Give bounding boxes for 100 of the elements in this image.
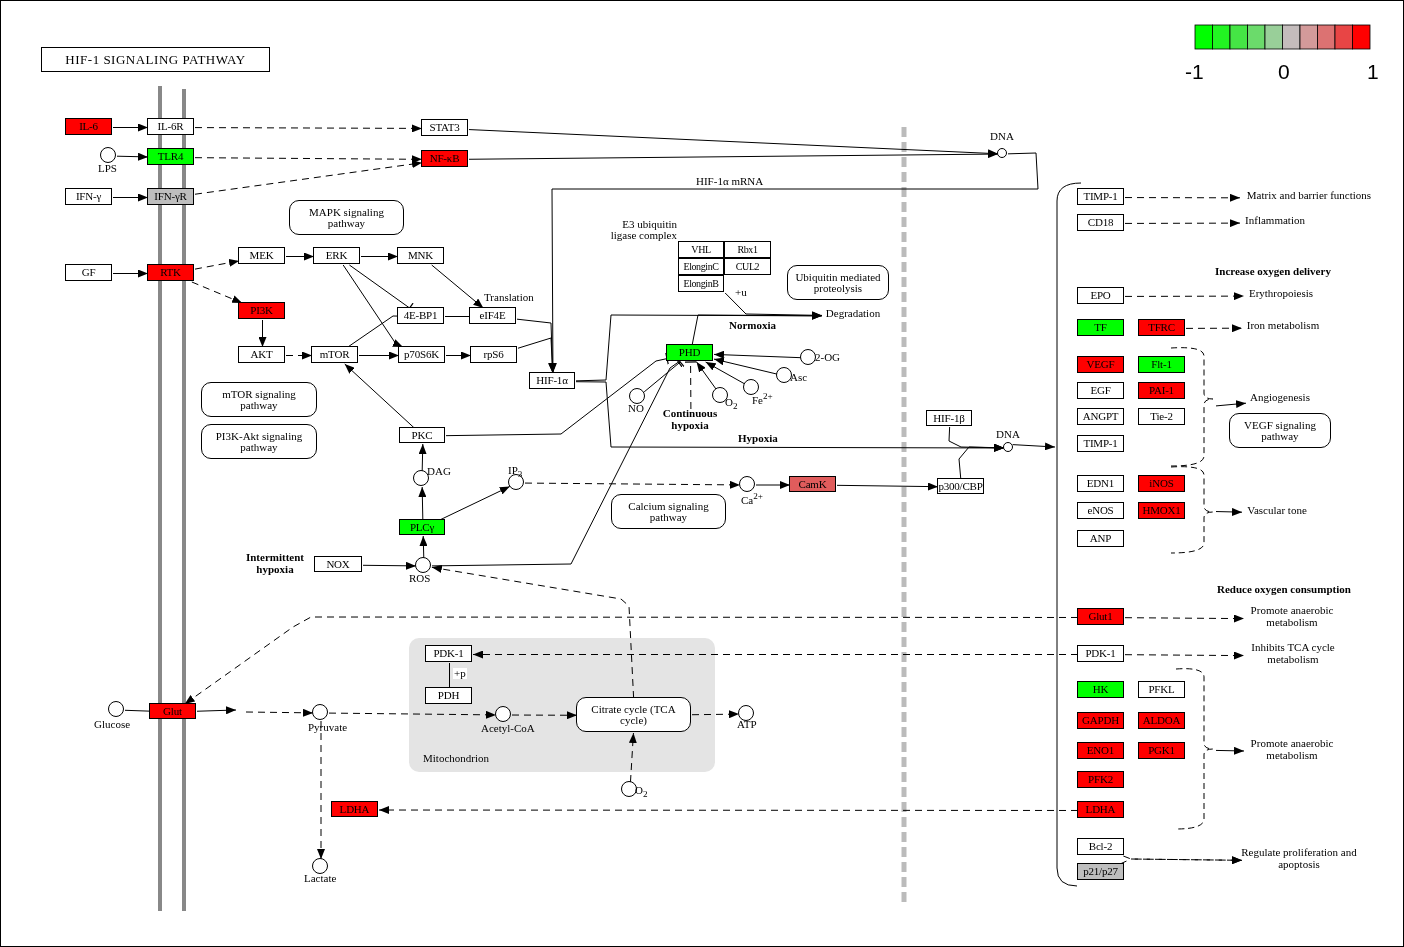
compound-circle <box>312 704 328 720</box>
arrow <box>328 710 497 719</box>
compound-label: O$_{2}$ <box>725 397 738 412</box>
complex-label: E3 ubiquitin ligase complex <box>609 219 677 241</box>
arrow <box>285 351 313 360</box>
compound-label: 2-OG <box>815 352 841 363</box>
compound-label: ATP <box>737 719 757 730</box>
arrow <box>431 264 484 309</box>
arrow <box>575 381 1005 452</box>
compound-circle <box>100 147 116 163</box>
section-heading: Intermittent hypoxia <box>244 552 305 576</box>
outcome-label: Iron metabolism <box>1241 320 1325 334</box>
compound-circle <box>739 476 755 492</box>
compartment-label: Mitochondrion <box>423 752 489 764</box>
compound-label: Fe$^{2+}$ <box>752 392 773 406</box>
gene-box: HIF-1β <box>926 410 972 426</box>
gene-box: TF <box>1077 319 1124 336</box>
gene-box: ALDOA <box>1138 712 1185 729</box>
outcome-label: Promote anaerobic metabolism <box>1243 738 1341 764</box>
compound-label: IP$_{3}$ <box>508 465 523 480</box>
arrow <box>418 486 427 521</box>
complex-subunit-box: CUL2 <box>724 258 771 275</box>
gene-box: MNK <box>397 247 444 264</box>
gene-box: IL-6 <box>65 118 112 135</box>
arrow <box>194 160 423 195</box>
compound-label: ROS <box>409 573 431 584</box>
arrow <box>1124 193 1241 202</box>
outcome-label: Degradation <box>821 308 885 322</box>
arrow <box>1124 292 1245 301</box>
gene-box: PDH <box>425 687 472 704</box>
gene-box: TFRC <box>1138 319 1185 336</box>
compound-circle <box>997 148 1007 158</box>
gene-box: PLCγ <box>399 519 445 535</box>
edge-label: +u <box>734 287 748 298</box>
pathway-box: MAPK signaling pathway <box>289 200 404 235</box>
pathway-box: Citrate cycle (TCA cycle) <box>576 697 691 732</box>
gene-box: PI3K <box>238 302 285 319</box>
compound-circle <box>629 388 645 404</box>
gene-box: EPO <box>1077 287 1124 304</box>
gene-box: PFKL <box>1138 681 1185 698</box>
gene-box: GAPDH <box>1077 712 1124 729</box>
compound-circle <box>312 858 328 874</box>
gene-box: rpS6 <box>470 346 517 363</box>
outcome-label: Promote anaerobic metabolism <box>1243 605 1341 631</box>
compound-circle <box>743 379 759 395</box>
gene-box: ERK <box>313 247 360 264</box>
compound-circle <box>776 367 792 383</box>
arrow <box>360 252 399 261</box>
inhibition-line <box>683 361 698 410</box>
scale-value: 0 <box>1278 61 1290 84</box>
compound-circle <box>738 705 754 721</box>
gene-box: Flt-1 <box>1138 356 1185 373</box>
scale-value: 1 <box>1367 61 1379 84</box>
compound-circle <box>415 557 431 573</box>
arrow <box>439 485 511 521</box>
gene-box: TIMP-1 <box>1077 435 1124 452</box>
arrow <box>378 806 1079 814</box>
gene-box: HMOX1 <box>1138 502 1185 519</box>
outcome-label: Erythropoiesis <box>1243 288 1319 302</box>
gene-box: GF <box>65 264 112 281</box>
compound-label: DNA <box>990 131 1014 142</box>
arrow <box>419 535 428 559</box>
gene-box: ANP <box>1077 530 1124 547</box>
compound-label: LPS <box>98 163 117 174</box>
gene-box: LDHA <box>1077 801 1124 818</box>
gene-box: CD18 <box>1077 214 1124 231</box>
process-label: Translation <box>484 292 534 304</box>
arrow <box>524 480 741 489</box>
section-heading: Increase oxygen delivery <box>1215 266 1331 278</box>
gene-box: HIF-1α <box>529 372 575 389</box>
compound-circle <box>1003 442 1013 452</box>
arrow <box>194 258 240 270</box>
arrow <box>317 720 325 860</box>
complex-subunit-box: ElonginC <box>678 258 724 275</box>
gene-box: PFK2 <box>1077 771 1124 788</box>
edge-label: HIF-1α mRNA <box>695 176 765 187</box>
arrow <box>516 318 557 374</box>
compound-label: O$_{2}$ <box>635 785 648 800</box>
title: HIF-1 SIGNALING PATHWAY <box>41 47 270 72</box>
gene-box: PDK-1 <box>1077 645 1124 662</box>
scale-value: -1 <box>1185 61 1204 84</box>
gene-box: Bcl-2 <box>1077 838 1124 855</box>
arrow <box>116 152 149 161</box>
arrow <box>184 616 1079 705</box>
arrow <box>468 150 999 160</box>
compound-label: NO <box>628 403 644 414</box>
gene-box: MEK <box>238 247 285 264</box>
gene-box: PGK1 <box>1138 742 1185 759</box>
gene-box: NF-κB <box>421 150 468 167</box>
bracket <box>1055 181 1083 601</box>
arrow <box>196 706 237 715</box>
gene-box: NOX <box>314 556 362 572</box>
arrow <box>1124 614 1245 623</box>
gene-box: Glut1 <box>1077 608 1124 625</box>
arrow <box>705 361 746 385</box>
gene-box: eNOS <box>1077 502 1124 519</box>
pathway-box: Calcium signaling pathway <box>611 494 726 529</box>
outcome-label: Inhibits TCA cycle metabolism <box>1243 642 1343 668</box>
arrow <box>1215 507 1243 516</box>
gene-box: EDN1 <box>1077 475 1124 492</box>
